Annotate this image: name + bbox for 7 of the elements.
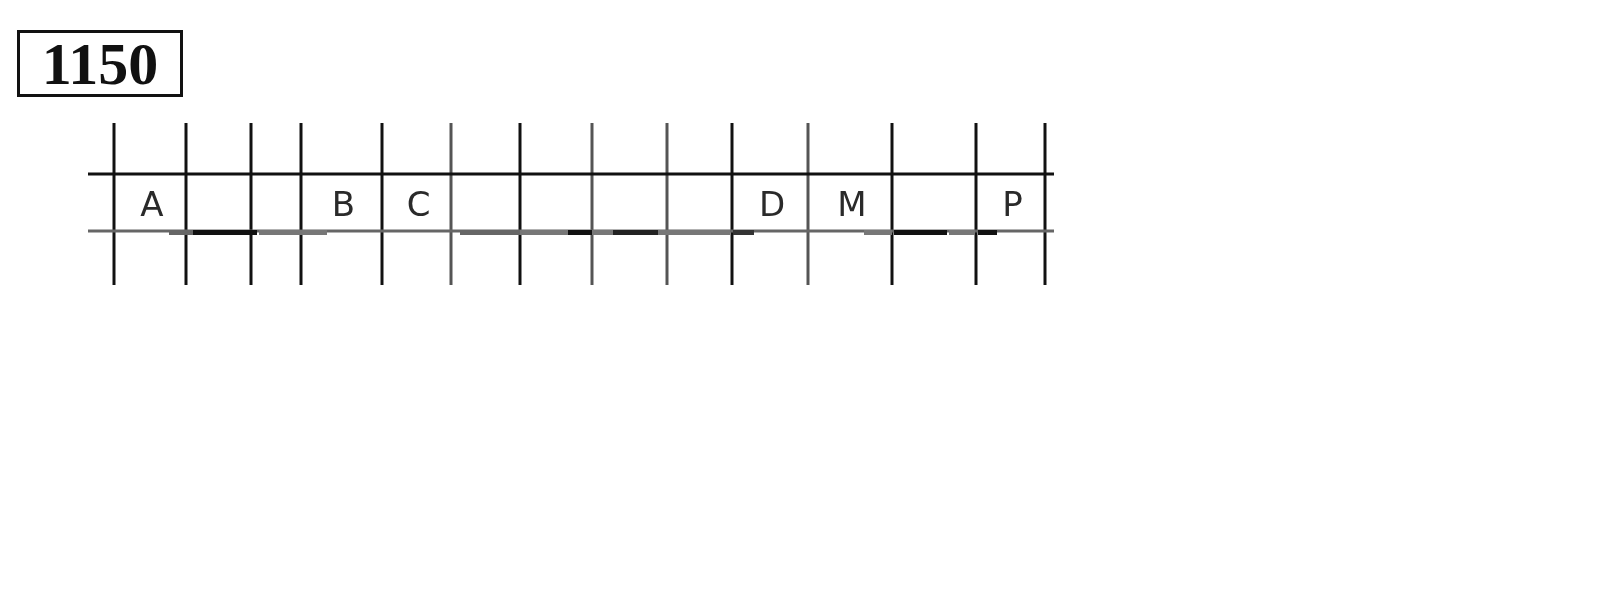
cell-letter: C bbox=[406, 186, 431, 221]
cell-letter: B bbox=[331, 186, 356, 221]
cell-letter: M bbox=[837, 186, 867, 221]
cell-letter: P bbox=[1002, 186, 1023, 221]
cell-letter: A bbox=[140, 186, 164, 221]
problem-number: 1150 bbox=[17, 30, 183, 97]
cell-letter: D bbox=[758, 186, 786, 221]
